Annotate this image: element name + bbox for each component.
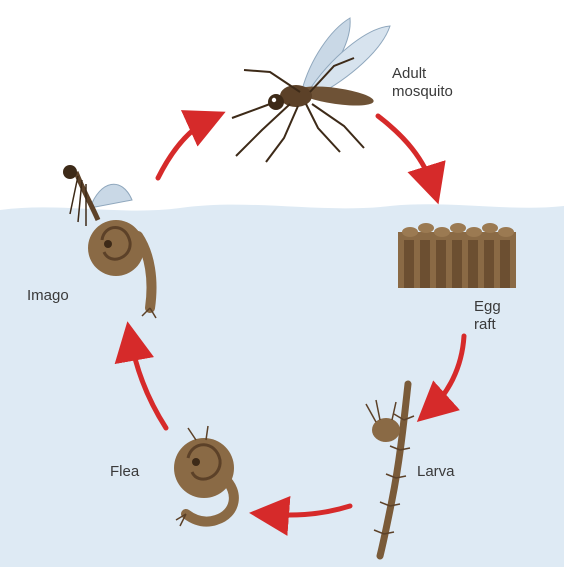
adult-mosquito-icon [232, 18, 390, 162]
label-egg-line1: Egg [474, 298, 501, 316]
label-adult-mosquito: Adult mosquito [392, 65, 453, 101]
label-imago: Imago [27, 287, 69, 305]
label-adult-line1: Adult [392, 65, 453, 83]
label-egg-line2: raft [474, 316, 501, 334]
label-egg-raft: Egg raft [474, 298, 501, 334]
label-adult-line2: mosquito [392, 83, 453, 101]
label-flea: Flea [110, 463, 139, 481]
arrow-adult-to-egg [378, 116, 434, 190]
arrow-imago-to-adult [158, 118, 212, 178]
egg-raft-icon [398, 223, 516, 288]
label-larva: Larva [417, 463, 455, 481]
